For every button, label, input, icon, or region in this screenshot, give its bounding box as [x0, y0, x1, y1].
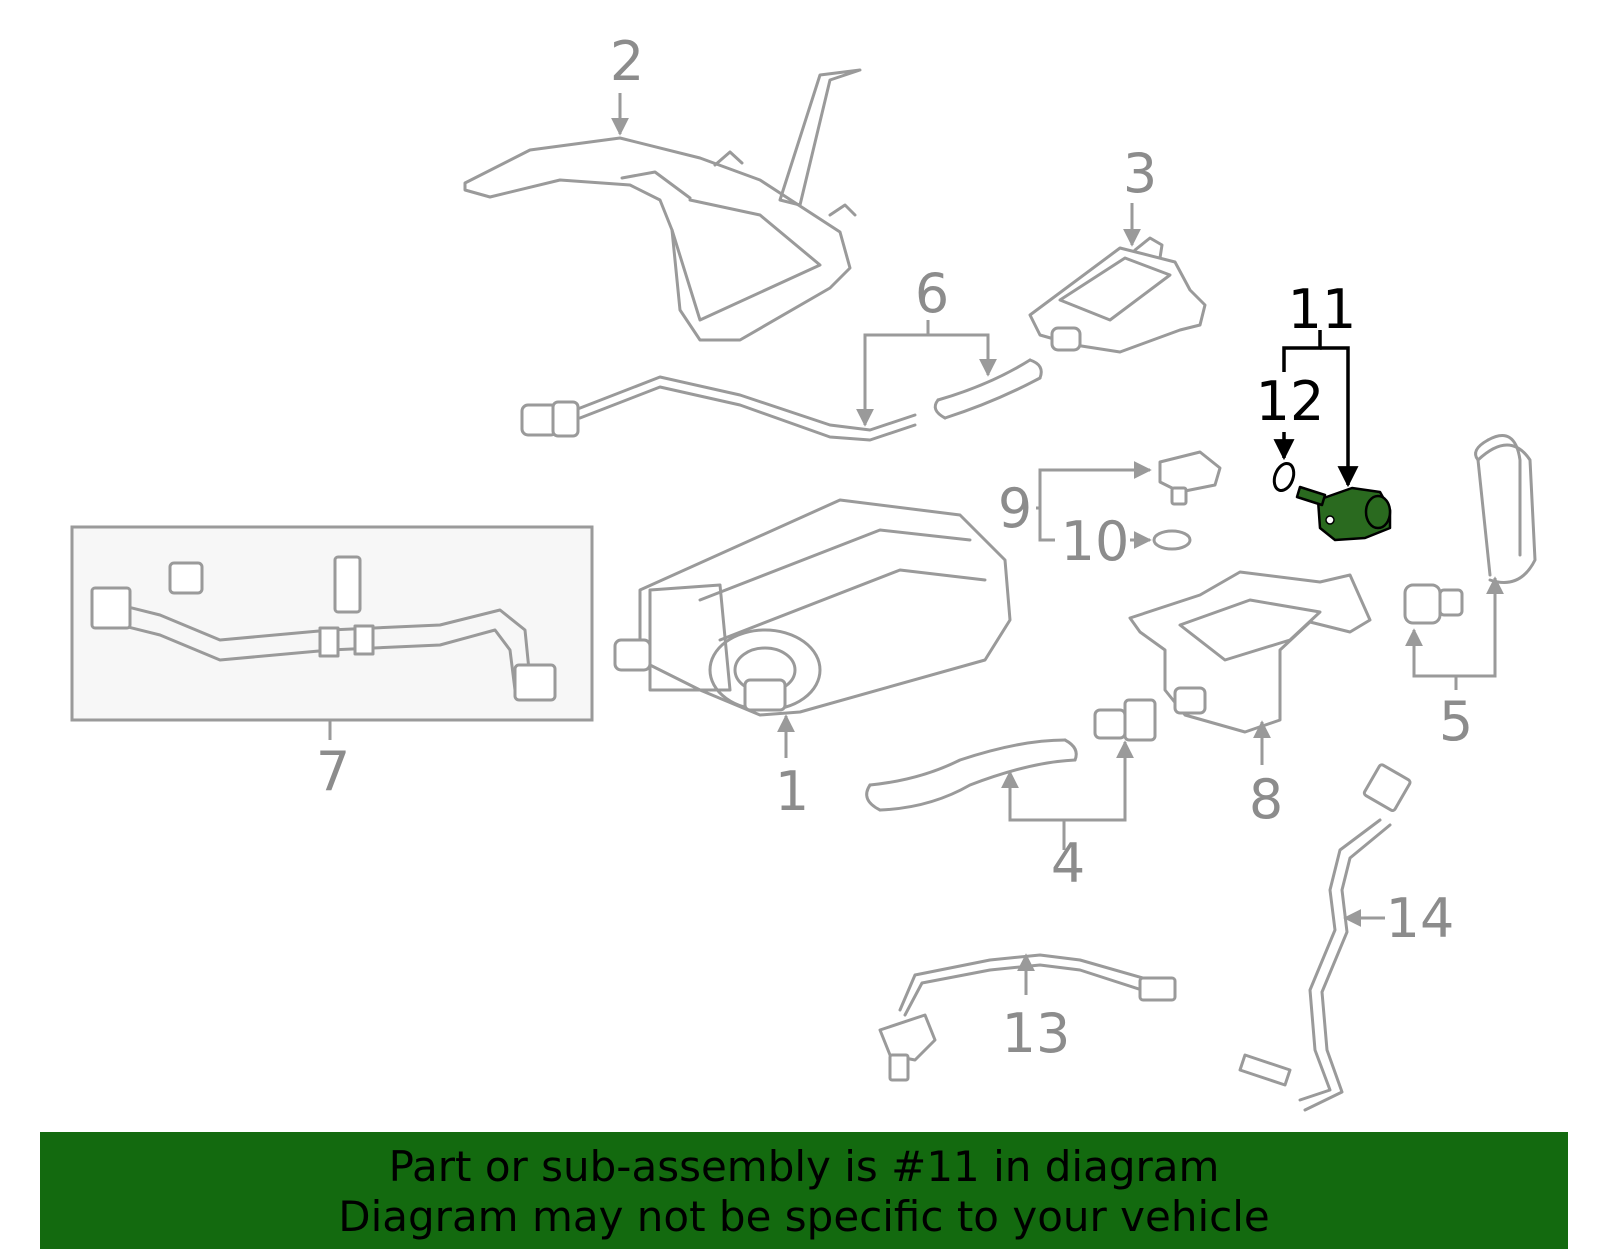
leader-lines [328, 93, 1504, 995]
bracket-part-8[interactable] [1128, 570, 1372, 734]
o-ring-part-10[interactable] [1152, 529, 1192, 551]
callout-3: 3 [1123, 142, 1157, 205]
callout-1: 1 [775, 760, 809, 823]
inset-box-part-7 [70, 525, 594, 722]
callout-11: 11 [1288, 278, 1357, 341]
module-part-3[interactable] [1028, 236, 1207, 354]
banner-line-2: Diagram may not be specific to your vehi… [338, 1192, 1270, 1241]
oxygen-sensor-part-13[interactable] [878, 953, 1177, 1082]
sensor-part-9[interactable] [1158, 450, 1222, 506]
callout-13: 13 [1002, 1002, 1071, 1065]
hose-part-5[interactable] [1403, 434, 1537, 625]
callout-6: 6 [915, 262, 949, 325]
callout-9: 9 [998, 477, 1032, 540]
o-ring-part-12[interactable] [1271, 461, 1297, 493]
hose-part-6[interactable] [520, 358, 1043, 442]
callout-12: 12 [1256, 370, 1325, 433]
callout-8: 8 [1249, 768, 1283, 831]
callout-4: 4 [1051, 832, 1085, 895]
hose-part-4[interactable] [865, 698, 1157, 812]
bracket-part-2[interactable] [463, 68, 862, 342]
callout-10: 10 [1061, 510, 1130, 573]
harness-part-7[interactable] [90, 555, 557, 702]
callout-2: 2 [610, 30, 644, 93]
purge-sensor-part-11[interactable] [1295, 485, 1392, 542]
callout-5: 5 [1439, 690, 1473, 753]
callout-14: 14 [1386, 887, 1455, 950]
callout-7: 7 [316, 740, 350, 803]
banner-line-1: Part or sub-assembly is #11 in diagram [388, 1142, 1220, 1191]
canister-part-1[interactable] [613, 498, 1012, 717]
info-banner: Part or sub-assembly is #11 in diagram D… [40, 1132, 1568, 1249]
oxygen-sensor-part-14[interactable] [1238, 763, 1412, 1112]
